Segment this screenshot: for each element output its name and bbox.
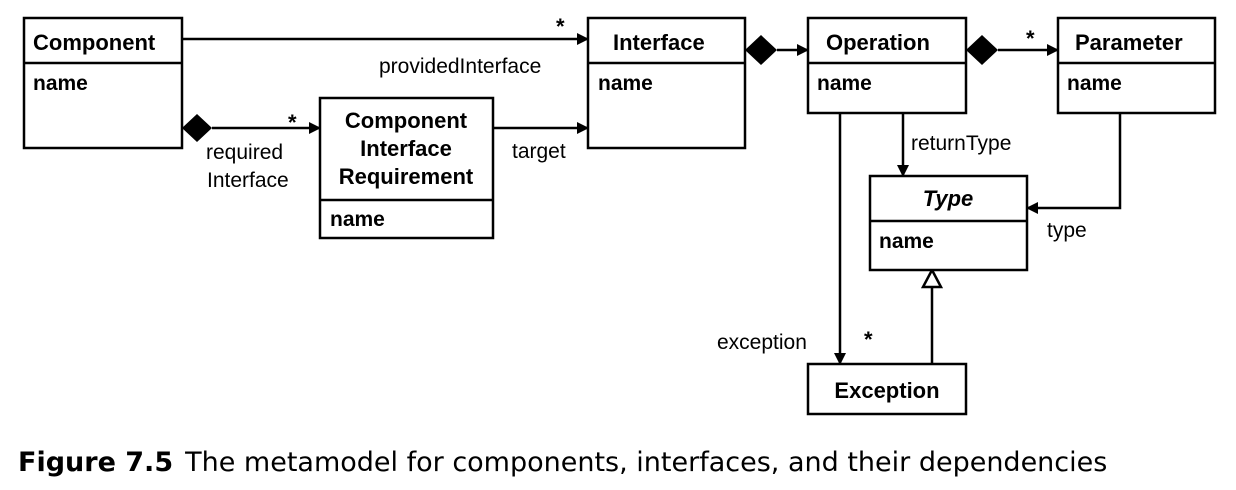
class-parameter-name: Parameter <box>1075 30 1183 55</box>
exception-label: exception <box>717 331 807 354</box>
interface-operation-composition-diamond <box>745 35 777 65</box>
class-type-name: Type <box>923 186 974 211</box>
class-interface: Interface name <box>586 16 747 150</box>
figure-caption-text: The metamodel for components, interfaces… <box>185 447 1108 478</box>
class-operation-attribute: name <box>817 72 872 95</box>
class-interface-name: Interface <box>613 30 705 55</box>
return-type-label: returnType <box>911 132 1011 155</box>
required-interface-multiplicity: * <box>288 110 297 135</box>
class-requirement-name-line-3: Requirement <box>339 164 474 189</box>
class-requirement-attribute: name <box>330 208 385 231</box>
class-parameter: Parameter name <box>1056 16 1217 115</box>
type-label: type <box>1047 219 1087 242</box>
operation-parameter-composition-diamond <box>966 35 998 65</box>
class-parameter-attribute: name <box>1067 72 1122 95</box>
class-component-interface-requirement: Component Interface Requirement name <box>318 96 495 240</box>
parameters-multiplicity: * <box>1026 26 1035 51</box>
class-component-name: Component <box>33 30 156 55</box>
figure-number: Figure 7.5 <box>18 447 174 478</box>
type-line <box>1026 113 1122 214</box>
class-type-attribute: name <box>879 230 934 253</box>
required-interface-label-line-1: required <box>206 141 283 164</box>
class-exception-name: Exception <box>834 378 939 403</box>
figure-caption: Figure 7.5 The metamodel for components, … <box>18 447 1107 478</box>
exception-multiplicity: * <box>864 327 873 352</box>
required-interface-composition-diamond <box>182 114 212 142</box>
class-component: Component name <box>22 16 184 150</box>
class-operation-name: Operation <box>826 30 930 55</box>
class-operation: Operation name <box>806 16 968 115</box>
class-requirement-name-line-2: Interface <box>360 136 452 161</box>
metamodel-diagram: Component name Interface name Operation … <box>22 14 1217 416</box>
class-type: Type name <box>868 174 1029 272</box>
class-exception: Exception <box>806 362 968 416</box>
generalization-triangle <box>920 267 944 289</box>
provided-interface-label: providedInterface <box>379 55 541 78</box>
target-label: target <box>512 140 566 163</box>
required-interface-label-line-2: Interface <box>207 169 289 192</box>
class-requirement-name-line-1: Component <box>345 108 468 133</box>
class-component-attribute: name <box>33 72 88 95</box>
provided-interface-multiplicity: * <box>556 14 565 39</box>
class-interface-attribute: name <box>598 72 653 95</box>
